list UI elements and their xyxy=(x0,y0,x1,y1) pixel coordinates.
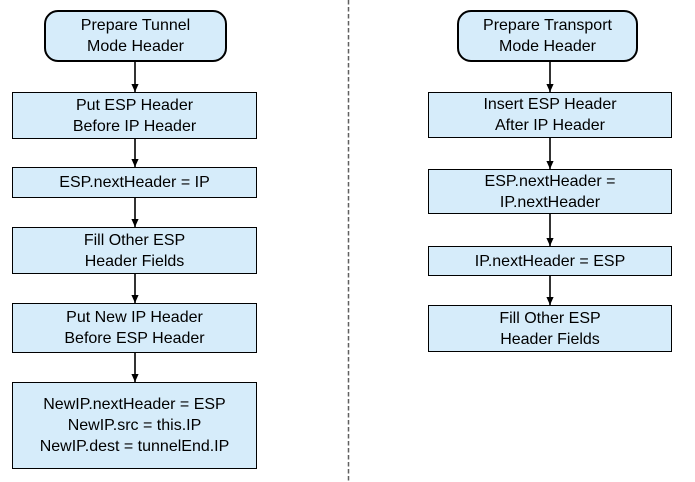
node-put-esp-before-ip: Put ESP Header Before IP Header xyxy=(12,92,257,139)
node-insert-esp-after-ip: Insert ESP Header After IP Header xyxy=(428,92,672,138)
node-esp-nextheader-ip: ESP.nextHeader = IP xyxy=(12,167,257,198)
node-newip-assignments: NewIP.nextHeader = ESP NewIP.src = this.… xyxy=(12,382,257,469)
node-fill-other-esp-fields-tunnel: Fill Other ESP Header Fields xyxy=(12,227,257,274)
node-esp-nextheader-ip-nextheader: ESP.nextHeader = IP.nextHeader xyxy=(428,169,672,214)
node-prepare-transport-header: Prepare Transport Mode Header xyxy=(457,10,638,62)
node-ip-nextheader-esp: IP.nextHeader = ESP xyxy=(428,246,672,276)
node-put-new-ip-before-esp: Put New IP Header Before ESP Header xyxy=(12,303,257,353)
node-fill-other-esp-fields-transport: Fill Other ESP Header Fields xyxy=(428,305,672,352)
node-prepare-tunnel-header: Prepare Tunnel Mode Header xyxy=(44,10,227,62)
